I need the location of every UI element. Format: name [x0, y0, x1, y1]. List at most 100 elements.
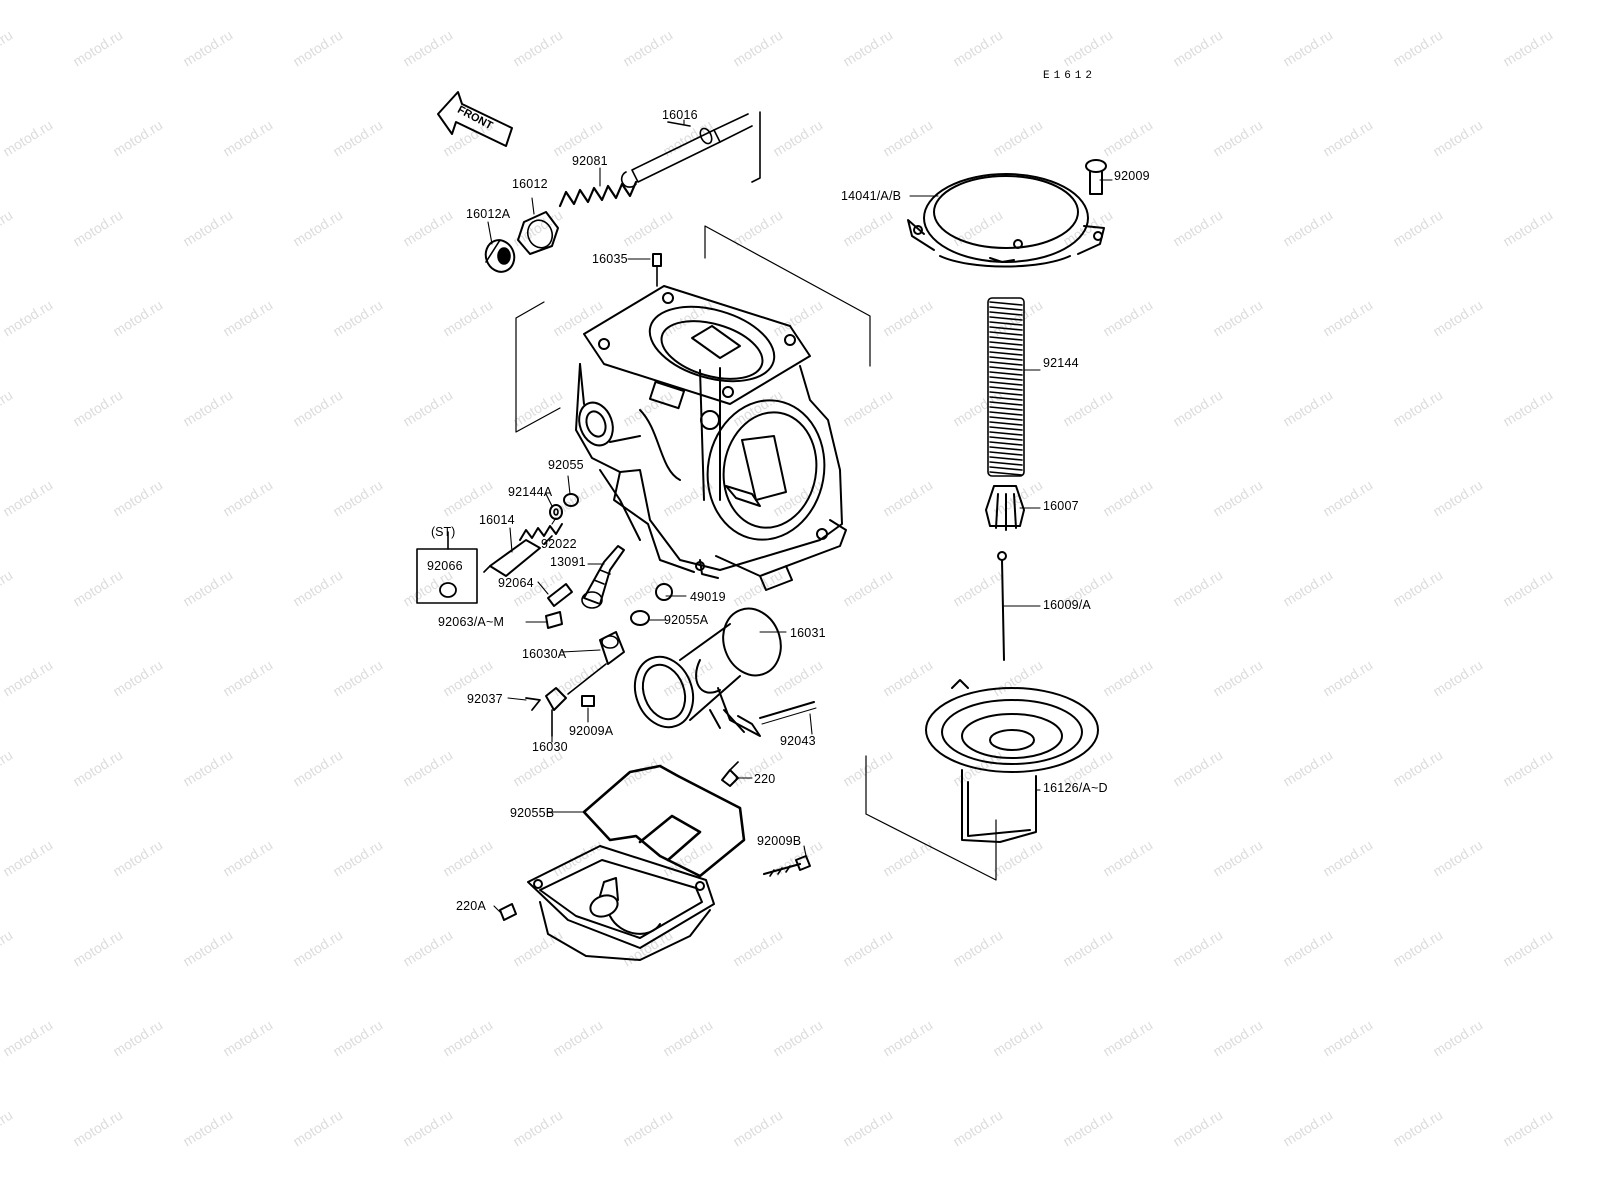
part-label-92055B: 92055B — [510, 806, 555, 820]
part-label-92009A: 92009A — [569, 724, 614, 738]
spring-coil — [989, 411, 1023, 416]
part-16012-nut — [517, 211, 559, 255]
spring-coil — [989, 361, 1023, 366]
part-92055B-gasket — [582, 764, 746, 878]
part-16031-float — [633, 607, 782, 737]
part-label-16030A: 16030A — [522, 647, 567, 661]
spring-coil — [989, 441, 1023, 446]
st-label: (ST) — [431, 525, 456, 539]
spring-coil — [989, 421, 1023, 426]
part-16016-drawing — [620, 111, 761, 188]
part-92022-washer — [549, 504, 563, 520]
spring-coil — [989, 451, 1023, 456]
part-label-92144: 92144 — [1043, 356, 1079, 370]
st-box — [416, 531, 478, 604]
part-label-92064: 92064 — [498, 576, 534, 590]
part-label-92009B: 92009B — [757, 834, 802, 848]
part-92037-clip — [525, 697, 541, 711]
part-label-92037: 92037 — [467, 692, 503, 706]
spring-coil — [989, 336, 1023, 341]
part-92081-spring — [558, 180, 638, 208]
part-92009A-screw — [581, 695, 595, 707]
leader-lines — [487, 119, 1113, 913]
part-label-16012A: 16012A — [466, 207, 511, 221]
part-220A-screw — [499, 903, 517, 921]
spring-coil — [989, 406, 1023, 411]
part-49019-ring — [655, 583, 673, 601]
part-16126-diaphragm — [925, 679, 1099, 843]
part-label-16007: 16007 — [1043, 499, 1079, 513]
part-92009-screw — [1085, 159, 1107, 195]
part-label-16126: 16126/A~D — [1043, 781, 1108, 795]
spring-coil — [989, 311, 1023, 316]
part-label-92022: 92022 — [541, 537, 577, 551]
spring-coil — [989, 316, 1023, 321]
spring-coil — [989, 346, 1023, 351]
spring-coil — [989, 461, 1023, 466]
part-16030-valve — [545, 687, 567, 737]
part-label-92066: 92066 — [427, 559, 463, 573]
part-label-92043: 92043 — [780, 734, 816, 748]
frame-lines — [515, 225, 871, 433]
carburetor-body-drawing — [575, 285, 847, 591]
part-16007-retainer — [985, 485, 1025, 531]
part-92055A-oring — [630, 610, 650, 626]
spring-coil — [989, 356, 1023, 361]
part-16035-screw — [652, 253, 662, 287]
part-label-49019: 49019 — [690, 590, 726, 604]
part-16014-needle — [483, 535, 553, 577]
spring-coil — [989, 396, 1023, 401]
part-16012A-cap — [484, 239, 516, 273]
spring-coil — [989, 471, 1023, 476]
part-label-220: 220 — [754, 772, 776, 786]
part-92063-jet — [545, 611, 563, 629]
part-label-92009: 92009 — [1114, 169, 1150, 183]
part-92144A-spring — [519, 523, 563, 541]
spring-coil — [989, 466, 1023, 471]
part-label-92055A: 92055A — [664, 613, 709, 627]
part-label-16016: 16016 — [662, 108, 698, 122]
part-label-16035: 16035 — [592, 252, 628, 266]
spring-coil — [989, 381, 1023, 386]
spring-coil — [989, 306, 1023, 311]
part-92055-oring — [563, 493, 579, 507]
part-220-screw — [721, 761, 739, 787]
spring-coil — [989, 321, 1023, 326]
spring-coil — [989, 446, 1023, 451]
spring-coil — [989, 391, 1023, 396]
part-16030A-seat — [567, 631, 625, 695]
spring-coil — [989, 301, 1023, 306]
part-label-16031: 16031 — [790, 626, 826, 640]
part-label-92063: 92063/A~M — [438, 615, 505, 629]
part-label-92055: 92055 — [548, 458, 584, 472]
spring-coil — [989, 326, 1023, 331]
part-label-16009: 16009/A — [1043, 598, 1091, 612]
part-92064-screw — [547, 583, 573, 607]
part-14041-cover — [907, 173, 1105, 268]
part-label-220A: 220A — [456, 899, 486, 913]
part-13091-holder — [581, 545, 625, 609]
part-label-16030: 16030 — [532, 740, 568, 754]
spring-coil — [989, 351, 1023, 356]
part-92144-spring — [987, 297, 1025, 477]
spring-coil — [989, 431, 1023, 436]
spring-coil — [989, 401, 1023, 406]
spring-coil — [989, 331, 1023, 336]
diagram-code: E1612 — [1043, 70, 1097, 82]
part-label-13091: 13091 — [550, 555, 586, 569]
part-label-16012: 16012 — [512, 177, 548, 191]
spring-coil — [989, 426, 1023, 431]
part-label-16014: 16014 — [479, 513, 515, 527]
part-label-92144A: 92144A — [508, 485, 553, 499]
part-92043-pin — [759, 701, 817, 725]
part-label-14041: 14041/A/B — [841, 189, 902, 203]
spring-coil — [989, 371, 1023, 376]
spring-coil — [989, 366, 1023, 371]
spring-coil — [989, 341, 1023, 346]
spring-coil — [989, 376, 1023, 381]
part-label-92081: 92081 — [572, 154, 608, 168]
spring-coil — [989, 386, 1023, 391]
part-92009B-screw — [762, 855, 811, 877]
